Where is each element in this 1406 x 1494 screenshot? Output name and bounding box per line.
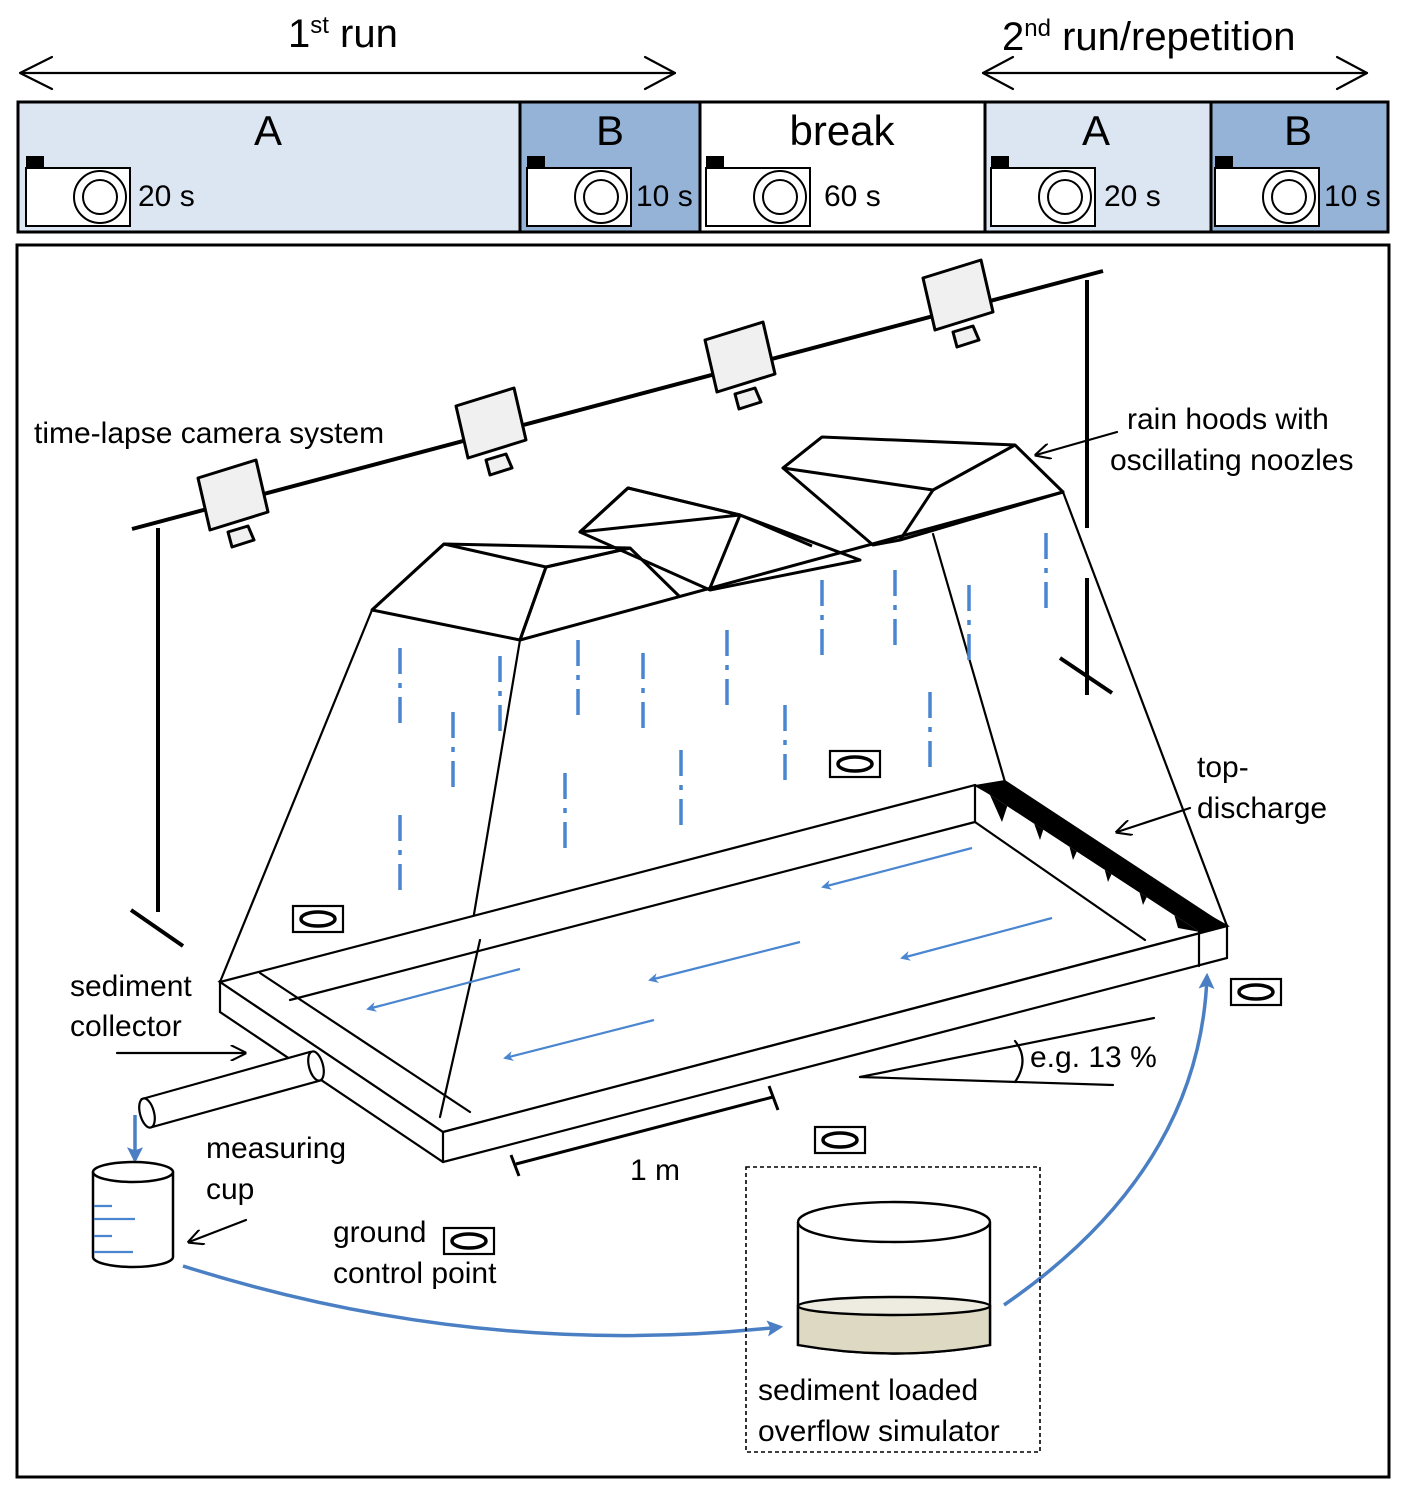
inflow-to-flume bbox=[1003, 972, 1215, 1307]
measuring-cup-callout: measuring cup bbox=[189, 1132, 346, 1242]
time-lapse-camera-icon bbox=[196, 458, 270, 549]
segment-label: A bbox=[254, 107, 282, 154]
segment-interval: 20 s bbox=[138, 180, 195, 213]
outlet-pipe bbox=[138, 1050, 325, 1129]
time-lapse-camera-icon bbox=[703, 320, 777, 411]
run2-span-arrow bbox=[981, 55, 1369, 91]
rain-hoods-callout: rain hoods with oscillating noozles bbox=[1036, 403, 1353, 477]
ground-control-point-icon bbox=[1229, 977, 1283, 1007]
run1-title: 1st run bbox=[288, 12, 398, 56]
timeline: 1st run 2nd run/repetition A 20 s B 10 s bbox=[16, 12, 1390, 234]
run1-span-arrow bbox=[18, 55, 677, 91]
measuring-cup bbox=[91, 1115, 175, 1269]
time-lapse-camera-icon bbox=[454, 386, 528, 477]
ground-control-point-icon bbox=[291, 904, 345, 934]
top-discharge-weir bbox=[973, 780, 1227, 932]
ground-control-point-callout: ground control point bbox=[333, 1216, 497, 1290]
top-discharge-callout: top- discharge bbox=[1117, 751, 1327, 832]
scale-bar: 1 m bbox=[509, 1085, 780, 1187]
rain-hoods-label-line1: rain hoods with bbox=[1127, 403, 1329, 436]
return-flow-to-simulator bbox=[182, 1264, 784, 1338]
timeline-segment-break: break 60 s bbox=[698, 100, 987, 234]
sediment-collector-label-line2: collector bbox=[70, 1010, 182, 1043]
gcp-label-line1: ground bbox=[333, 1216, 426, 1249]
time-lapse-cameras bbox=[196, 258, 995, 549]
simulator-label-line2: overflow simulator bbox=[758, 1415, 1000, 1448]
measuring-cup-label-line1: measuring bbox=[206, 1132, 346, 1165]
scale-label: 1 m bbox=[630, 1154, 680, 1187]
slope-indicator: e.g. 13 % bbox=[858, 1016, 1157, 1087]
gcp-label-line2: control point bbox=[333, 1257, 497, 1290]
ground-control-point-icon bbox=[442, 1226, 496, 1256]
ground-control-point-icon bbox=[813, 1125, 867, 1155]
segment-label: B bbox=[596, 107, 624, 154]
sediment-collector-label-line1: sediment bbox=[70, 970, 192, 1003]
segment-interval: 20 s bbox=[1104, 180, 1161, 213]
camera-system-label: time-lapse camera system bbox=[34, 417, 384, 450]
segment-label: A bbox=[1082, 107, 1110, 154]
simulator-label-line1: sediment loaded bbox=[758, 1374, 978, 1407]
rain-hoods-label-line2: oscillating noozles bbox=[1110, 444, 1353, 477]
segment-label: B bbox=[1284, 107, 1312, 154]
flume bbox=[217, 780, 1230, 1164]
slope-label: e.g. 13 % bbox=[1030, 1041, 1157, 1074]
timeline-segment-run2-b: B 10 s bbox=[1209, 100, 1390, 234]
overflow-simulator: sediment loaded overflow simulator bbox=[745, 1166, 1041, 1453]
timeline-segment-run1-b: B 10 s bbox=[518, 100, 702, 234]
ground-control-point-icon bbox=[828, 749, 882, 779]
run2-title: 2nd run/repetition bbox=[1002, 15, 1296, 59]
top-discharge-label-line1: top- bbox=[1197, 751, 1249, 784]
segment-label: break bbox=[789, 107, 895, 154]
measuring-cup-label-line2: cup bbox=[206, 1173, 254, 1206]
diagram-frame bbox=[15, 243, 1391, 1479]
top-discharge-label-line2: discharge bbox=[1197, 792, 1327, 825]
segment-interval: 10 s bbox=[636, 180, 693, 213]
timeline-segment-run2-a: A 20 s bbox=[983, 100, 1213, 234]
time-lapse-camera-icon bbox=[921, 258, 995, 349]
flow-arrows bbox=[366, 846, 1053, 1061]
sediment-collector-callout: sediment collector bbox=[70, 970, 245, 1053]
segment-interval: 10 s bbox=[1324, 180, 1381, 213]
rain-drops bbox=[398, 533, 1048, 893]
timeline-segment-run1-a: A 20 s bbox=[16, 100, 522, 234]
segment-interval: 60 s bbox=[824, 180, 881, 213]
